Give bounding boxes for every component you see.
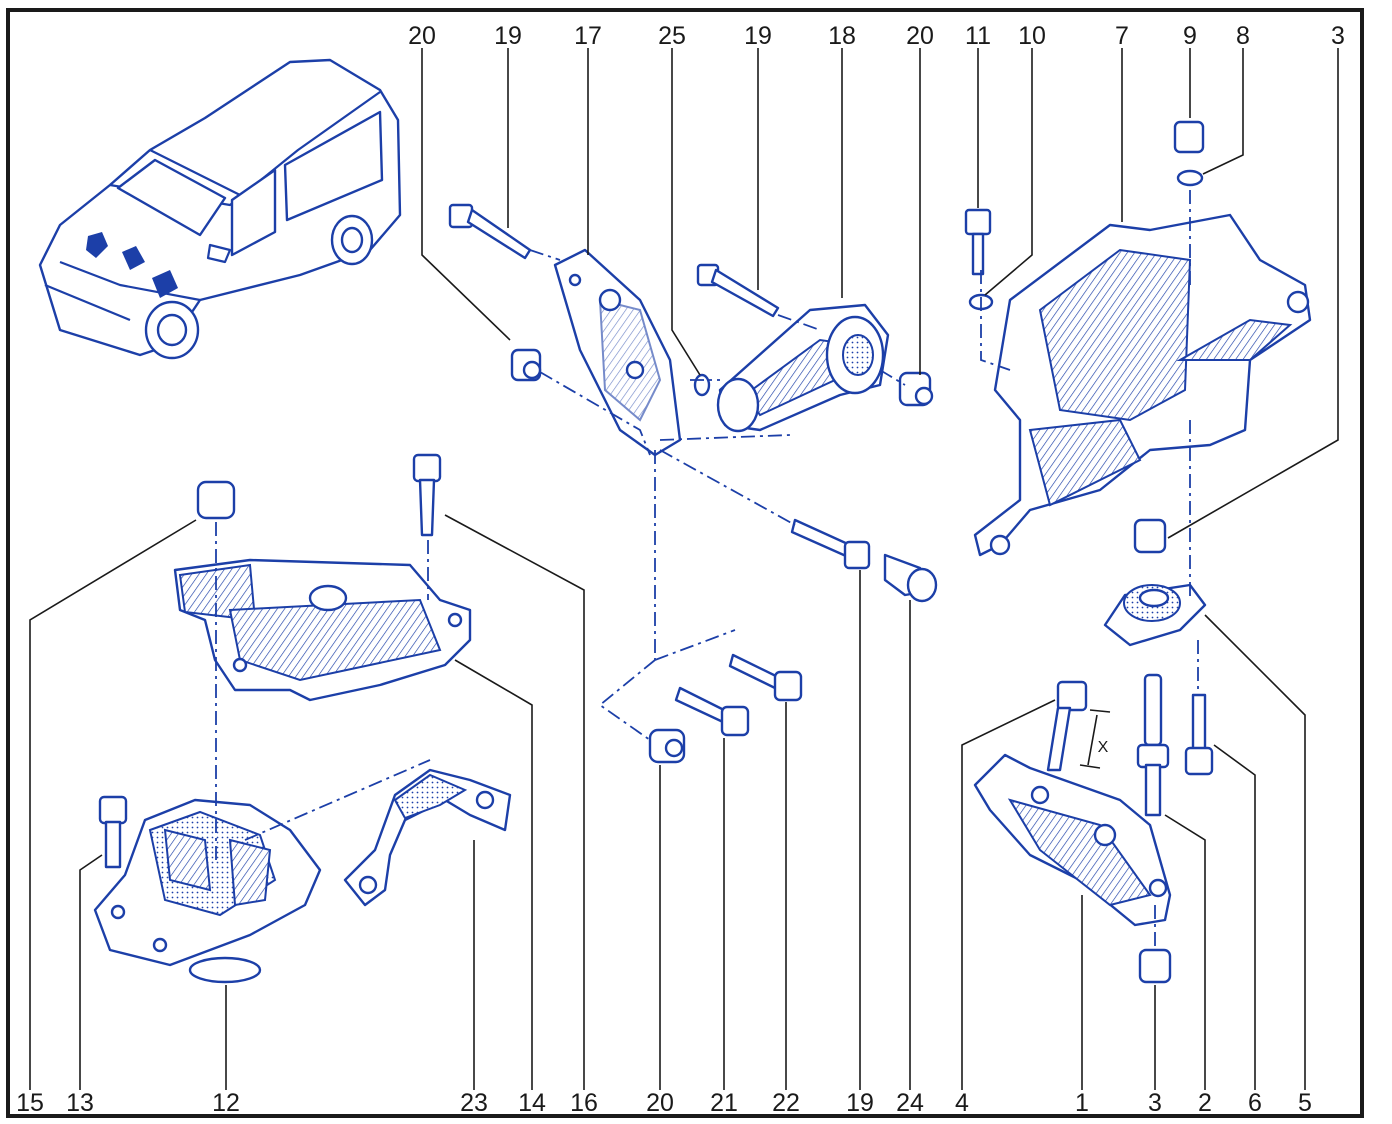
engine-mount-part-icon [343,768,512,907]
callout-number: 8 [1236,22,1250,50]
nut-icon [1138,948,1172,984]
engine-mount-part-icon [173,558,472,702]
bolt-icon [964,208,992,276]
bolt-icon [696,263,780,318]
engine-mount-part-icon [93,798,322,984]
dimension-x: X [1079,709,1111,769]
callout-number: 5 [1298,1089,1312,1117]
engine-mount-part-icon [973,753,1172,927]
callout-number: 6 [1248,1089,1262,1117]
callouts-bottom: 15 13 12 23 14 16 20 21 22 19 24 4 1 3 2… [16,1089,1312,1117]
leader-lines [29,48,1339,1090]
washer-icon [693,373,711,397]
vehicle-illustration [38,58,402,360]
callout-number: 19 [494,22,522,50]
callout-number: 2 [1198,1089,1212,1117]
nut-icon [648,728,686,764]
bolt-icon [412,453,442,537]
callout-number: 13 [66,1089,94,1117]
engine-mount-part-icon [1103,583,1207,647]
dimension-label: X [1098,739,1109,756]
bolt-icon [674,686,750,737]
callout-number: 3 [1148,1089,1162,1117]
callout-number: 9 [1183,22,1197,50]
callout-number: 23 [460,1089,488,1117]
engine-mount-part-icon [883,553,938,603]
callout-number: 20 [408,22,436,50]
bolt-icon [1184,693,1214,776]
callout-number: 10 [1018,22,1046,50]
washer-icon [1176,169,1204,187]
bolt-icon [1046,680,1088,772]
callout-number: 15 [16,1089,44,1117]
callout-number: 17 [574,22,602,50]
bolt-icon [98,795,128,869]
callout-number: 14 [518,1089,546,1117]
callout-number: 19 [846,1089,874,1117]
callout-number: 16 [570,1089,598,1117]
nut-icon [898,371,934,407]
callout-number: 20 [906,22,934,50]
nut-icon [1173,120,1205,154]
engine-mount-part-icon [716,303,890,433]
callout-number: 12 [212,1089,240,1117]
callout-number: 4 [955,1089,969,1117]
diagram-frame [6,8,1364,1118]
callout-number: 7 [1115,22,1129,50]
callout-number: 18 [828,22,856,50]
callout-number: 20 [646,1089,674,1117]
callout-number: 24 [896,1089,924,1117]
bolt-icon [448,203,532,260]
nut-icon [196,480,236,520]
callout-number: 22 [772,1089,800,1117]
callout-number: 25 [658,22,686,50]
callout-number: 1 [1075,1089,1089,1117]
bolt-icon [1136,673,1170,817]
nut-icon [1133,518,1167,554]
nut-icon [510,348,542,382]
callout-number: 21 [710,1089,738,1117]
callout-number: 19 [744,22,772,50]
callouts-top: 20 19 17 25 19 18 20 11 10 7 9 8 3 [408,22,1345,50]
callout-number: 11 [965,22,991,50]
assembly-lines [215,190,1199,950]
callout-number: 3 [1331,22,1345,50]
engine-mount-part-icon [553,248,682,457]
bolt-icon [790,518,871,570]
engine-mount-part-icon [973,213,1312,557]
bolt-icon [728,653,803,702]
